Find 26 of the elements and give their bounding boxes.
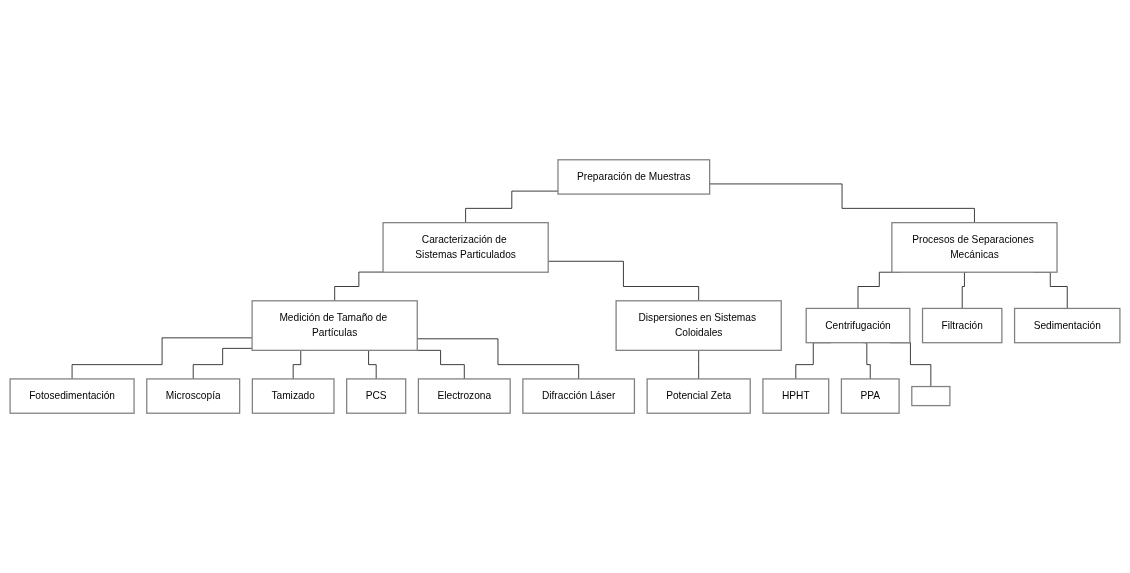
node-box: Microscopía <box>146 378 241 414</box>
node-box: Sedimentación <box>1013 307 1121 344</box>
node-box: Dispersiones en Sistemas Coloidales <box>615 300 782 351</box>
node-box: Caracterización de Sistemas Particulados <box>382 222 549 273</box>
node-box: Medición de Tamaño de Partículas <box>251 300 418 351</box>
node-box: Filtración <box>921 307 1003 344</box>
node-box: HPHT <box>762 378 830 414</box>
node-box <box>911 385 951 407</box>
connector <box>192 348 253 380</box>
node-box: Preparación de Muestras <box>557 159 711 195</box>
node-box: PPA <box>840 378 900 414</box>
connector <box>863 342 871 380</box>
node-box: PCS <box>346 378 407 414</box>
node-box: Difracción Láser <box>522 378 636 414</box>
node-box: Tamizado <box>251 378 335 414</box>
connector <box>416 338 580 380</box>
connector <box>416 349 465 380</box>
node-box: Centrifugación <box>805 307 911 344</box>
connector <box>961 271 968 309</box>
node-box: Procesos de Separaciones Mecánicas <box>891 222 1058 273</box>
connector <box>709 183 975 224</box>
connector <box>71 337 253 380</box>
node-box: Fotosedimentación <box>9 378 135 414</box>
node-box: Potencial Zeta <box>646 378 751 414</box>
node-box: Electrozona <box>417 378 511 414</box>
connector <box>334 271 384 302</box>
